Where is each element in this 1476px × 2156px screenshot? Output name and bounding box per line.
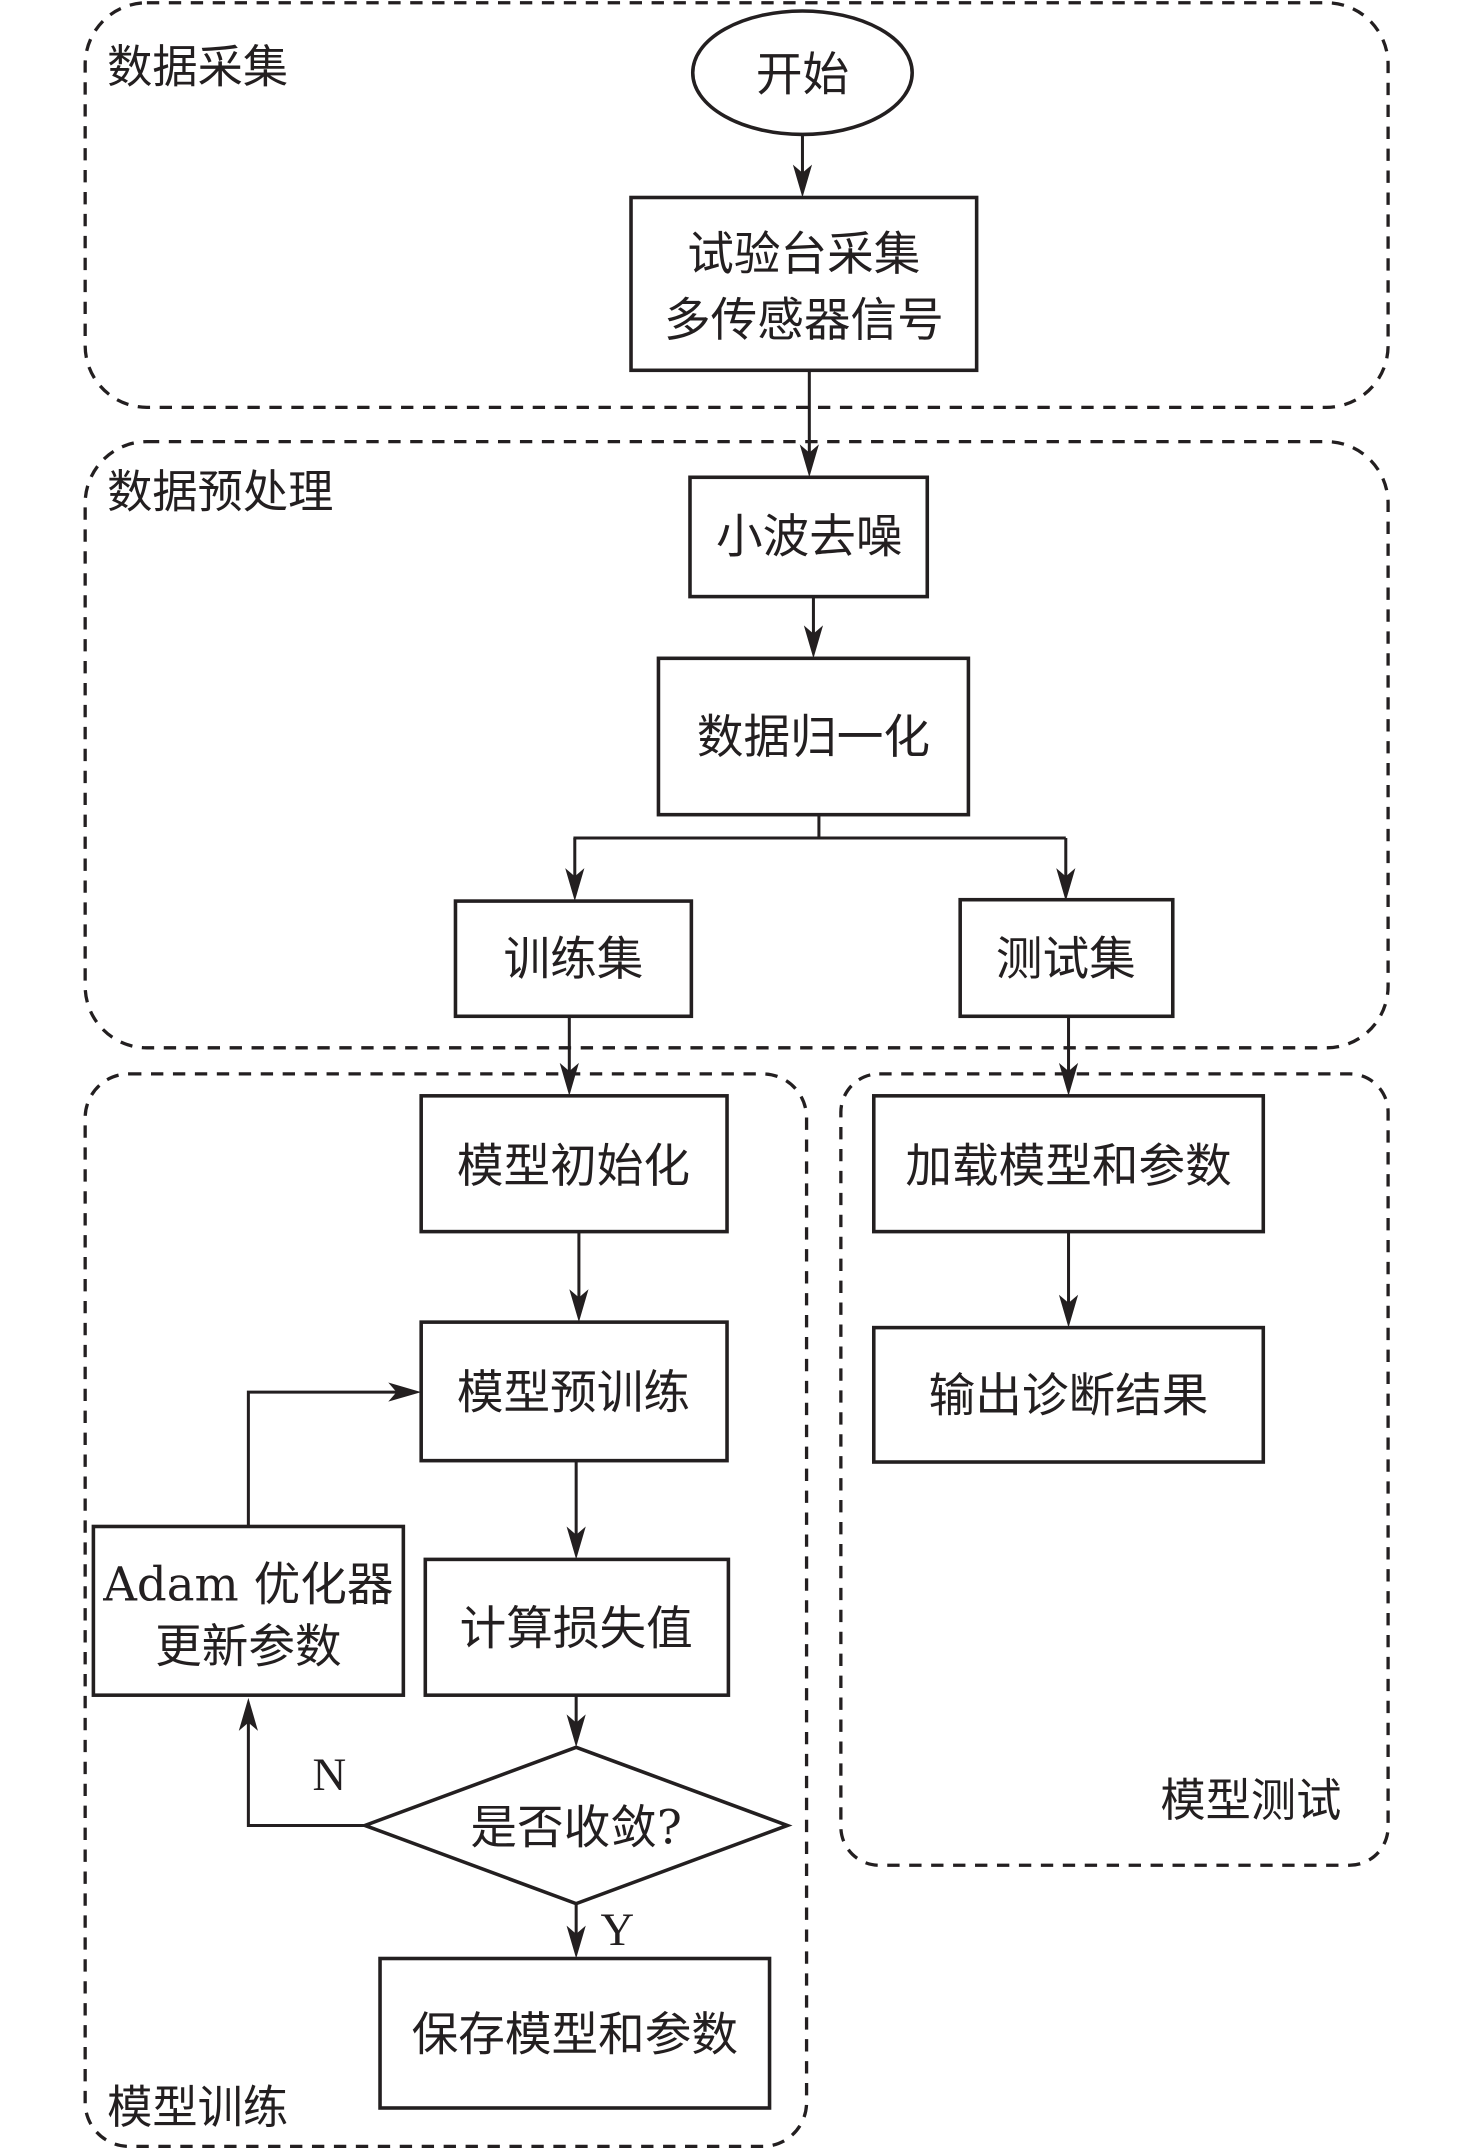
arrowhead-icon: [238, 1697, 258, 1731]
adam-label-line2: 更新参数: [155, 1619, 341, 1673]
normalize-node: [656, 656, 971, 817]
arrowhead-icon: [1056, 868, 1076, 902]
zone-data-acquisition: [83, 1, 1390, 409]
save-model-label: 保存模型和参数: [412, 2007, 738, 2061]
denoise-node: [688, 475, 930, 599]
convergence-decision-label: 是否收敛?: [470, 1800, 682, 1854]
train-set-node: [453, 899, 694, 1019]
test-set-label: 测试集: [996, 932, 1136, 986]
test-set-node: [958, 897, 1175, 1019]
yes-branch-label: Y: [600, 1904, 634, 1956]
arrowhead-icon: [565, 868, 585, 902]
train-set-label: 训练集: [503, 932, 643, 986]
zone-label-preprocessing: 数据预处理: [107, 465, 333, 518]
arrowhead-icon: [799, 444, 819, 478]
arrowhead-icon: [566, 1925, 586, 1959]
arrowhead-icon: [803, 625, 824, 659]
arrowhead-icon: [792, 164, 813, 198]
arrowhead-icon: [559, 1062, 579, 1096]
zone-data-preprocessing: [83, 439, 1390, 1050]
arrow-no-branch: [246, 1714, 365, 1827]
arrowhead-icon: [566, 1714, 586, 1748]
normalize-label: 数据归一化: [697, 710, 930, 764]
load-model-node: [871, 1094, 1266, 1234]
arrowhead-icon: [1058, 1062, 1079, 1096]
zone-label-acquisition: 数据采集: [107, 40, 288, 93]
arrowhead-icon: [566, 1526, 586, 1560]
start-label: 开始: [756, 48, 849, 102]
zone-model-training: [83, 1072, 809, 2149]
no-branch-label: N: [312, 1749, 346, 1801]
arrowhead-icon: [1058, 1294, 1079, 1328]
arrow-adam-pretrain: [246, 1390, 405, 1527]
compute-loss-node: [423, 1557, 731, 1697]
pretrain-node: [419, 1320, 729, 1463]
zone-model-testing: [839, 1072, 1390, 1867]
arrowhead-icon: [388, 1382, 422, 1402]
output-result-node: [871, 1325, 1266, 1464]
output-result-label: 输出诊断结果: [929, 1368, 1209, 1422]
pretrain-label: 模型预训练: [457, 1366, 690, 1420]
zone-label-testing: 模型测试: [1160, 1774, 1341, 1827]
collect-label-line1: 试验台采集: [687, 227, 920, 281]
model-init-label: 模型初始化: [457, 1139, 690, 1193]
save-model-node: [378, 1956, 772, 2110]
zone-label-training: 模型训练: [107, 2081, 288, 2134]
denoise-label: 小波去噪: [716, 510, 903, 564]
collect-label-line2: 多传感器信号: [664, 293, 944, 347]
adam-label-line1: Adam 优化器: [102, 1558, 393, 1612]
collect-signals-node: [629, 195, 979, 373]
model-init-node: [419, 1094, 729, 1234]
load-model-label: 加载模型和参数: [905, 1139, 1231, 1193]
compute-loss-label: 计算损失值: [460, 1601, 693, 1655]
arrowhead-icon: [569, 1289, 589, 1323]
